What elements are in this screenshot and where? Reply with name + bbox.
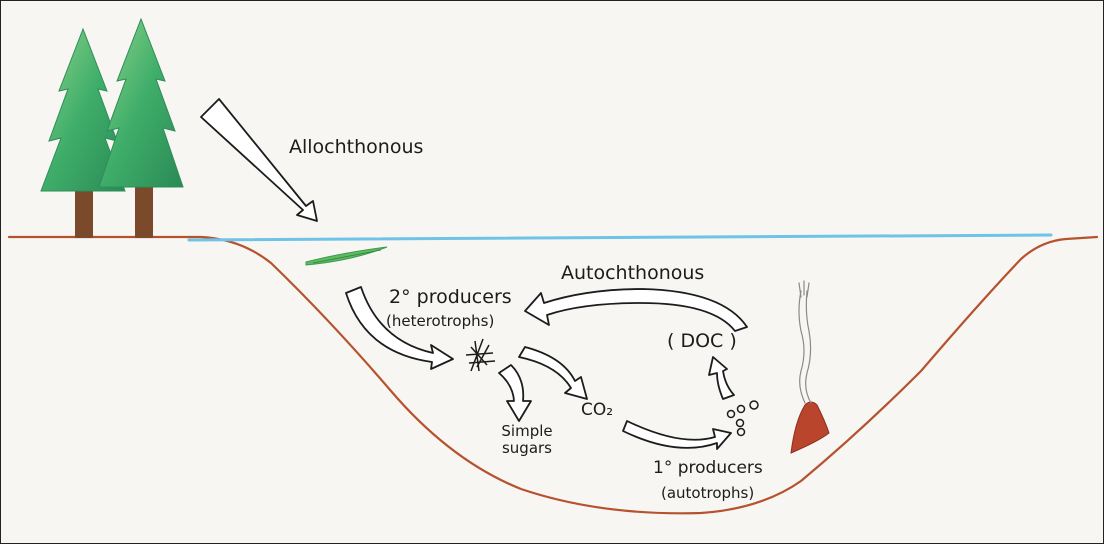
label-simple-sugars-line1: Simple [497, 423, 557, 440]
detritus-to-sugars-arrow [499, 365, 531, 421]
hydrothermal-vent [791, 402, 829, 453]
detritus-cluster [466, 339, 495, 371]
label-simple-sugars-line2: sugars [497, 440, 557, 457]
label-secondary-producers: 2° producers [389, 287, 512, 309]
detritus-to-co2-arrow [519, 347, 587, 399]
vent-plume [799, 281, 811, 403]
label-allochthonous: Allochthonous [289, 137, 423, 159]
allochthonous-arrow [201, 99, 317, 221]
floating-leaf [306, 247, 387, 265]
label-heterotrophs: (heterotrophs) [386, 313, 494, 330]
pine-tree-right [99, 19, 183, 238]
phytoplankton-bubbles [728, 401, 759, 436]
pine-tree-left [41, 29, 125, 238]
label-autochthonous: Autochthonous [561, 263, 704, 285]
label-simple-sugars: Simple sugars [497, 423, 557, 458]
ground-profile [9, 237, 1097, 513]
label-doc: ( DOC ) [667, 331, 737, 353]
co2-to-autotrophs-arrow [623, 421, 731, 449]
label-primary-producers: 1° producers [653, 459, 763, 479]
label-co2: CO₂ [581, 401, 613, 421]
label-autotrophs: (autotrophs) [661, 485, 754, 502]
water-surface [189, 235, 1051, 240]
autochthonous-arrow [525, 289, 747, 331]
autotrophs-to-doc-arrow [709, 357, 734, 399]
